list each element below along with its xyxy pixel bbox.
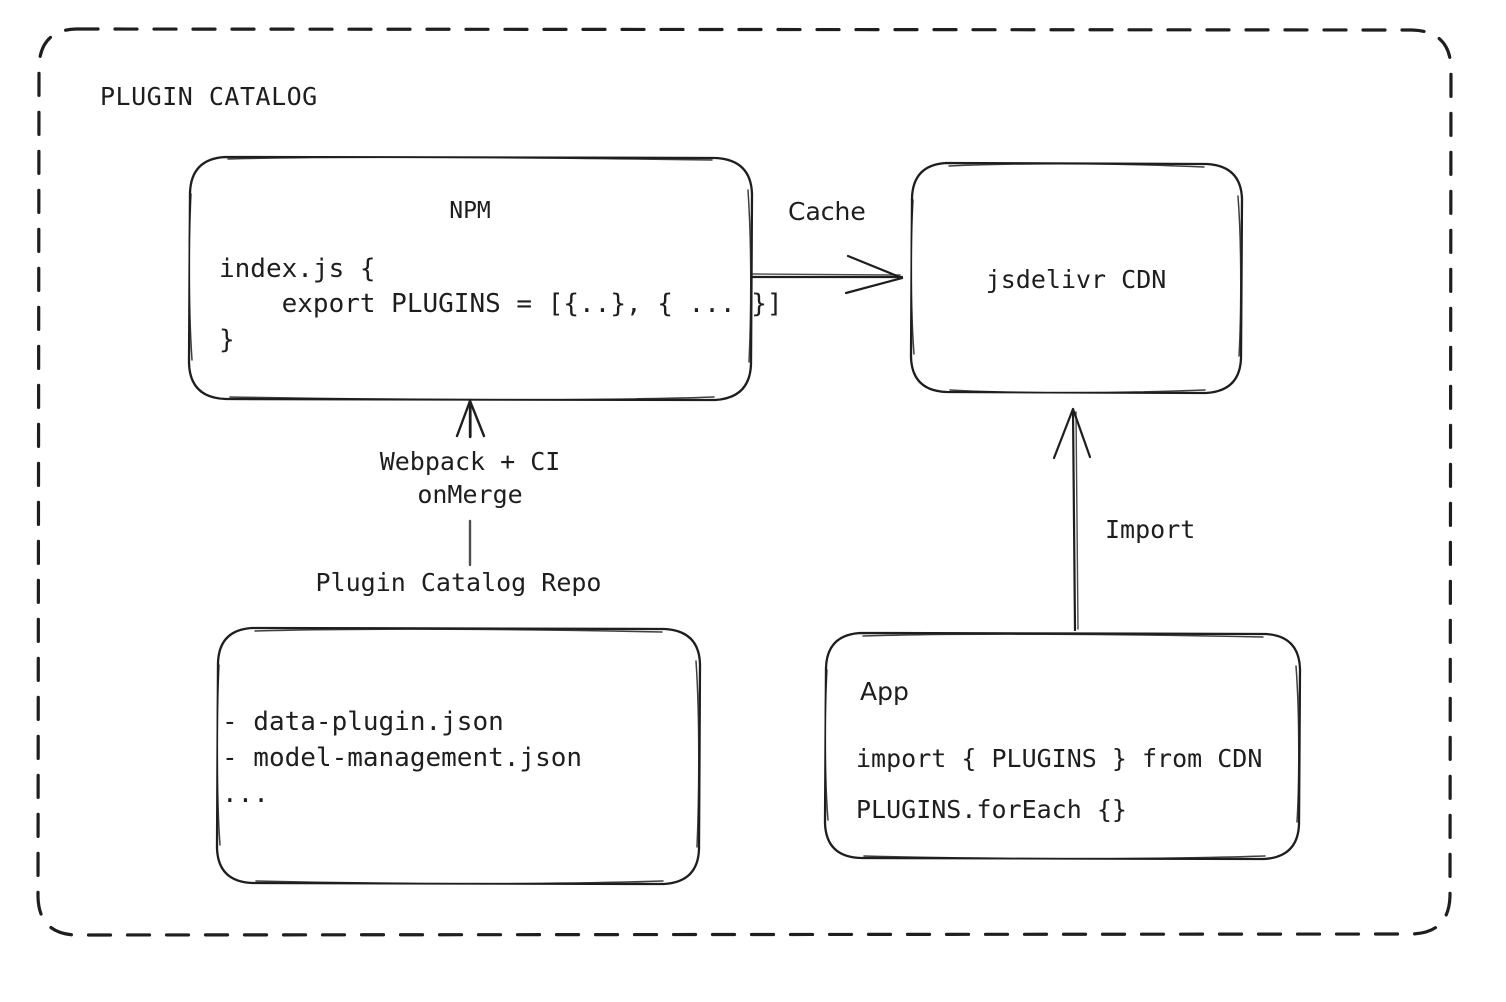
npm-node-code: index.js { export PLUGINS = [{..}, { ...… xyxy=(219,254,783,355)
plugin-catalog-repo-file-list: - data-plugin.json - model-management.js… xyxy=(222,707,583,809)
jsdelivr-cdn-node-title: jsdelivr CDN xyxy=(985,265,1167,294)
app-node-shape[interactable] xyxy=(823,631,1302,861)
plugin-catalog-container-frame xyxy=(36,27,1453,937)
app-code-line-1: import { PLUGINS } from CDN xyxy=(856,744,1263,773)
app-node-title: App xyxy=(860,677,909,706)
plugin-catalog-repo-node-shape[interactable] xyxy=(215,626,702,886)
import-edge-label: Import xyxy=(1105,515,1196,544)
cache-arrow xyxy=(750,254,904,295)
npm-node-shape[interactable] xyxy=(187,155,754,402)
app-node-code: import { PLUGINS } from CDN PLUGINS.forEa… xyxy=(856,733,1262,836)
jsdelivr-cdn-node-shape[interactable] xyxy=(909,161,1244,395)
cache-edge-label: Cache xyxy=(788,197,866,226)
import-arrow xyxy=(1052,407,1092,632)
app-code-line-2: PLUGINS.forEach {} xyxy=(856,795,1127,825)
npm-node-title: NPM xyxy=(449,198,491,224)
container-title: PLUGIN CATALOG xyxy=(100,82,318,111)
plugin-catalog-repo-node-title: Plugin Catalog Repo xyxy=(315,568,602,597)
webpack-ci-arrow xyxy=(455,399,486,567)
webpack-ci-edge-label: Webpack + CI onMerge xyxy=(379,447,561,509)
